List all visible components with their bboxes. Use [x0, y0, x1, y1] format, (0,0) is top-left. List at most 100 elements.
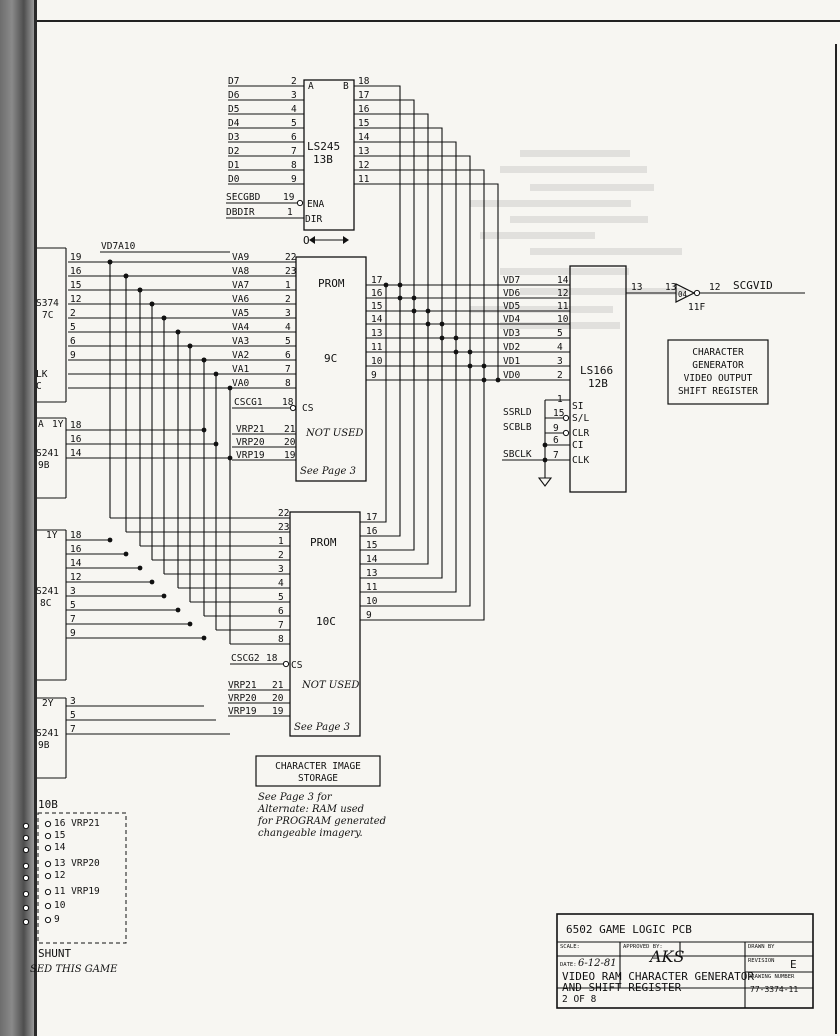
ls241-8c-junction [123, 551, 129, 557]
shunt-label: 13 VRP20 [54, 858, 100, 869]
border-top [37, 20, 840, 22]
ls166-sl-label: S/L [572, 413, 589, 424]
shunt-note: SED THIS GAME [30, 964, 118, 975]
title-block-sheet: 2 OF 8 [562, 994, 597, 1005]
prom-10c-addr-pin: 2 [278, 550, 284, 561]
prom-10c-addr-pin: 3 [278, 564, 284, 575]
prom-9c-vrp-label: VRP20 [236, 437, 265, 448]
prom-9c-output-pin: 15 [371, 301, 382, 312]
cscg1-label: CSCG1 [234, 397, 263, 408]
ghost-line [520, 288, 686, 295]
shift-register-note-line: GENERATOR [692, 360, 744, 371]
cscg2-pin: 18 [266, 653, 278, 664]
bus-junction [453, 335, 459, 341]
ls245-input-d2: D2 [228, 146, 239, 157]
ghost-line [500, 166, 647, 173]
ls374-pin: 15 [70, 280, 81, 291]
vd-label-vd0: VD0 [503, 370, 520, 381]
bus-junction [481, 363, 487, 369]
ls245-chip-body [303, 79, 355, 231]
prom-9c-addr-pin: 2 [285, 294, 291, 305]
char-image-note-line: CHARACTER IMAGE [275, 761, 361, 772]
vd-label-vd3: VD3 [503, 328, 520, 339]
vd-label-vd1: VD1 [503, 356, 520, 367]
cscg2-label: CSCG2 [231, 653, 260, 664]
ls166-body [569, 265, 627, 493]
ls166-ctrl-pin: 15 [553, 408, 564, 419]
prom-10c-output-pin: 15 [366, 540, 377, 551]
vd-label-vd5: VD5 [503, 301, 520, 312]
ls241-8c-pin: 16 [70, 544, 82, 555]
ls245-input-d6: D6 [228, 90, 240, 101]
ls245-dir-label: DIR [305, 214, 322, 225]
ghost-line [500, 322, 620, 329]
bus-junction [481, 377, 487, 383]
ghost-line [470, 200, 631, 207]
ls245-input-d0: D0 [228, 174, 240, 185]
shunt-label: 9 [54, 914, 60, 925]
char-image-note-box [255, 755, 381, 787]
shift-register-note-line: CHARACTER [692, 347, 744, 358]
prom-9c-addr-pin: 1 [285, 280, 291, 291]
prom-10c-vrp-label: VRP20 [228, 693, 257, 704]
prom-10c-output-wire-16 [360, 298, 401, 537]
ls166-output-pin: 13 [631, 282, 642, 293]
ls241-9b-b-pin: 5 [70, 710, 76, 721]
shift-register-note-line: SHIFT REGISTER [678, 386, 758, 397]
inverter-location: 11F [688, 302, 705, 313]
ls241-8c-pin: 12 [70, 572, 81, 583]
ls245-output-wire-11 [354, 183, 499, 380]
shunt-contact [22, 918, 30, 926]
ls245-output-wire-18 [354, 85, 401, 380]
va-label-va9: VA9 [232, 252, 249, 263]
ghost-line [510, 216, 648, 223]
shunt-pin [44, 860, 52, 868]
bus-junction [383, 282, 389, 288]
ls241-8c-name: S241 [36, 586, 59, 597]
alternate-note-line: for PROGRAM generated [257, 816, 386, 827]
ls166-clk-label: CLK [572, 455, 589, 466]
ls245-name: LS245 [307, 140, 340, 153]
prom-9c-addr-pin: 4 [285, 322, 291, 333]
ls241-9b-pin-a: A [38, 419, 44, 430]
secgbd-label: SECGBD [226, 192, 261, 203]
prom-10c-body [289, 511, 361, 737]
prom-10c-output-pin: 13 [366, 568, 377, 579]
shunt-label: 11 VRP19 [54, 886, 100, 897]
ls245-output-pin: 18 [358, 76, 370, 87]
prom-9c-output-pin: 16 [371, 288, 383, 299]
va-label-va2: VA2 [232, 350, 249, 361]
ls241-9b-pin-y: 1Y [52, 419, 64, 430]
ls245-ena-bubble [296, 199, 304, 207]
prom-10c-vrp-label: VRP21 [228, 680, 257, 691]
ghost-line [520, 150, 630, 157]
title-block-desc-2: AND SHIFT REGISTER [562, 981, 682, 994]
ls374-ref: 7C [42, 310, 53, 321]
prom-10c-cs-label: CS [291, 660, 303, 671]
ls166-ref: 12B [588, 377, 608, 390]
ls241-8c-pin-y: 1Y [46, 530, 58, 541]
prom-9c-vrp-label: VRP19 [236, 450, 265, 461]
prom-9c-addr-pin: 23 [285, 266, 296, 277]
ls166-input-pin: 4 [557, 342, 563, 353]
secgbd-pin: 19 [283, 192, 295, 203]
page-binding [0, 0, 34, 1036]
ls245-output-wire-16 [354, 113, 429, 380]
prom-9c-output-pin: 10 [371, 356, 383, 367]
bus-junction [467, 363, 473, 369]
prom-10c-addr-pin: 23 [278, 522, 289, 533]
va-label-va1: VA1 [232, 364, 249, 375]
va-label-va5: VA5 [232, 308, 249, 319]
ls245-input-d4: D4 [228, 118, 240, 129]
prom-10c-cs-bubble [282, 660, 290, 668]
shunt-pin [44, 888, 52, 896]
ghost-line [480, 232, 595, 239]
title-block-signature: AKS [648, 947, 685, 966]
ls166-ctrl-pin: 9 [553, 423, 559, 434]
ls245-output-wire-13 [354, 155, 471, 380]
shunt-pin [44, 820, 52, 828]
va-junction [213, 371, 219, 377]
prom-10c-addr-pin: 1 [278, 536, 284, 547]
title-block-revision: E [790, 958, 797, 971]
ls166-ctrl-pin: 7 [553, 450, 559, 461]
